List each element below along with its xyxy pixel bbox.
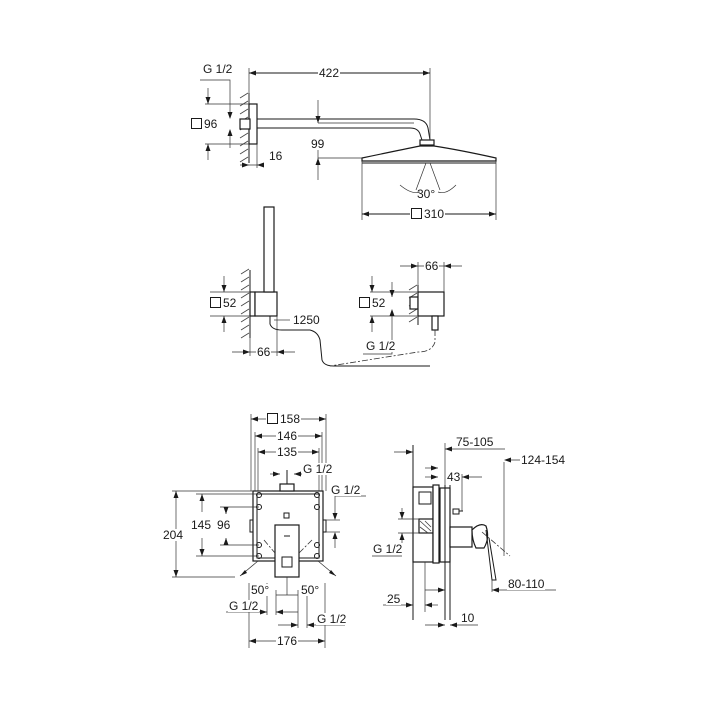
square-symbol-icon [359,297,370,308]
shower-arm-view [200,68,497,220]
spray-angle-label: 30° [417,187,436,201]
arm-thread-label: G 1/2 [202,62,234,76]
holder-size-label: 52 [209,296,238,310]
outlet-depth-label: 66 [424,259,440,273]
side-thread-label-2: G 1/2 [372,542,404,556]
depth-range-2-label: 124-154 [520,453,567,467]
hose-length-label: 1250 [292,313,321,327]
bottom-width-label: 176 [276,634,299,648]
top-thread-label: G 1/2 [302,462,334,476]
outlet-size-label: 52 [358,296,387,310]
holder-depth-label: 66 [256,345,272,359]
plate-10-label: 10 [460,611,476,625]
square-symbol-icon [191,118,202,129]
arm-length-label: 422 [318,66,341,80]
angle-right-label: 50° [300,583,321,597]
valve-front-view [172,414,366,648]
flange-depth-label: 16 [268,149,284,163]
bottom-thread-left-label: G 1/2 [228,599,260,613]
height-204-label: 204 [162,528,185,542]
cover-size-label: 158 [266,412,302,426]
bottom-thread-right-label: G 1/2 [316,612,348,626]
width-135-label: 135 [276,445,299,459]
angle-left-label: 50° [250,583,271,597]
square-symbol-icon [210,297,221,308]
head-size-value: 310 [424,207,445,221]
outlet-size-value: 52 [372,296,386,310]
wall-flange-value: 96 [204,117,218,131]
side-thread-label: G 1/2 [330,483,362,497]
depth-43-label: 43 [446,470,462,484]
square-symbol-icon [267,413,278,424]
head-size-label: 310 [410,207,446,221]
hand-shower-view [210,206,430,367]
wall-flange-label: 96 [190,117,219,131]
lever-range-label: 80-110 [507,577,546,591]
depth-range-1-label: 75-105 [455,435,495,449]
height-96-label: 96 [216,518,232,532]
valve-side-view [372,443,566,628]
cover-size-value: 158 [280,412,301,426]
wall-25-label: 25 [386,592,402,606]
drop-height-label: 99 [310,137,326,151]
square-symbol-icon [411,208,422,219]
outlet-thread-label: G 1/2 [365,339,397,353]
outlet-elbow-view [329,262,462,367]
holder-size-value: 52 [223,296,237,310]
height-145-label: 145 [190,518,213,532]
width-146-label: 146 [276,429,299,443]
